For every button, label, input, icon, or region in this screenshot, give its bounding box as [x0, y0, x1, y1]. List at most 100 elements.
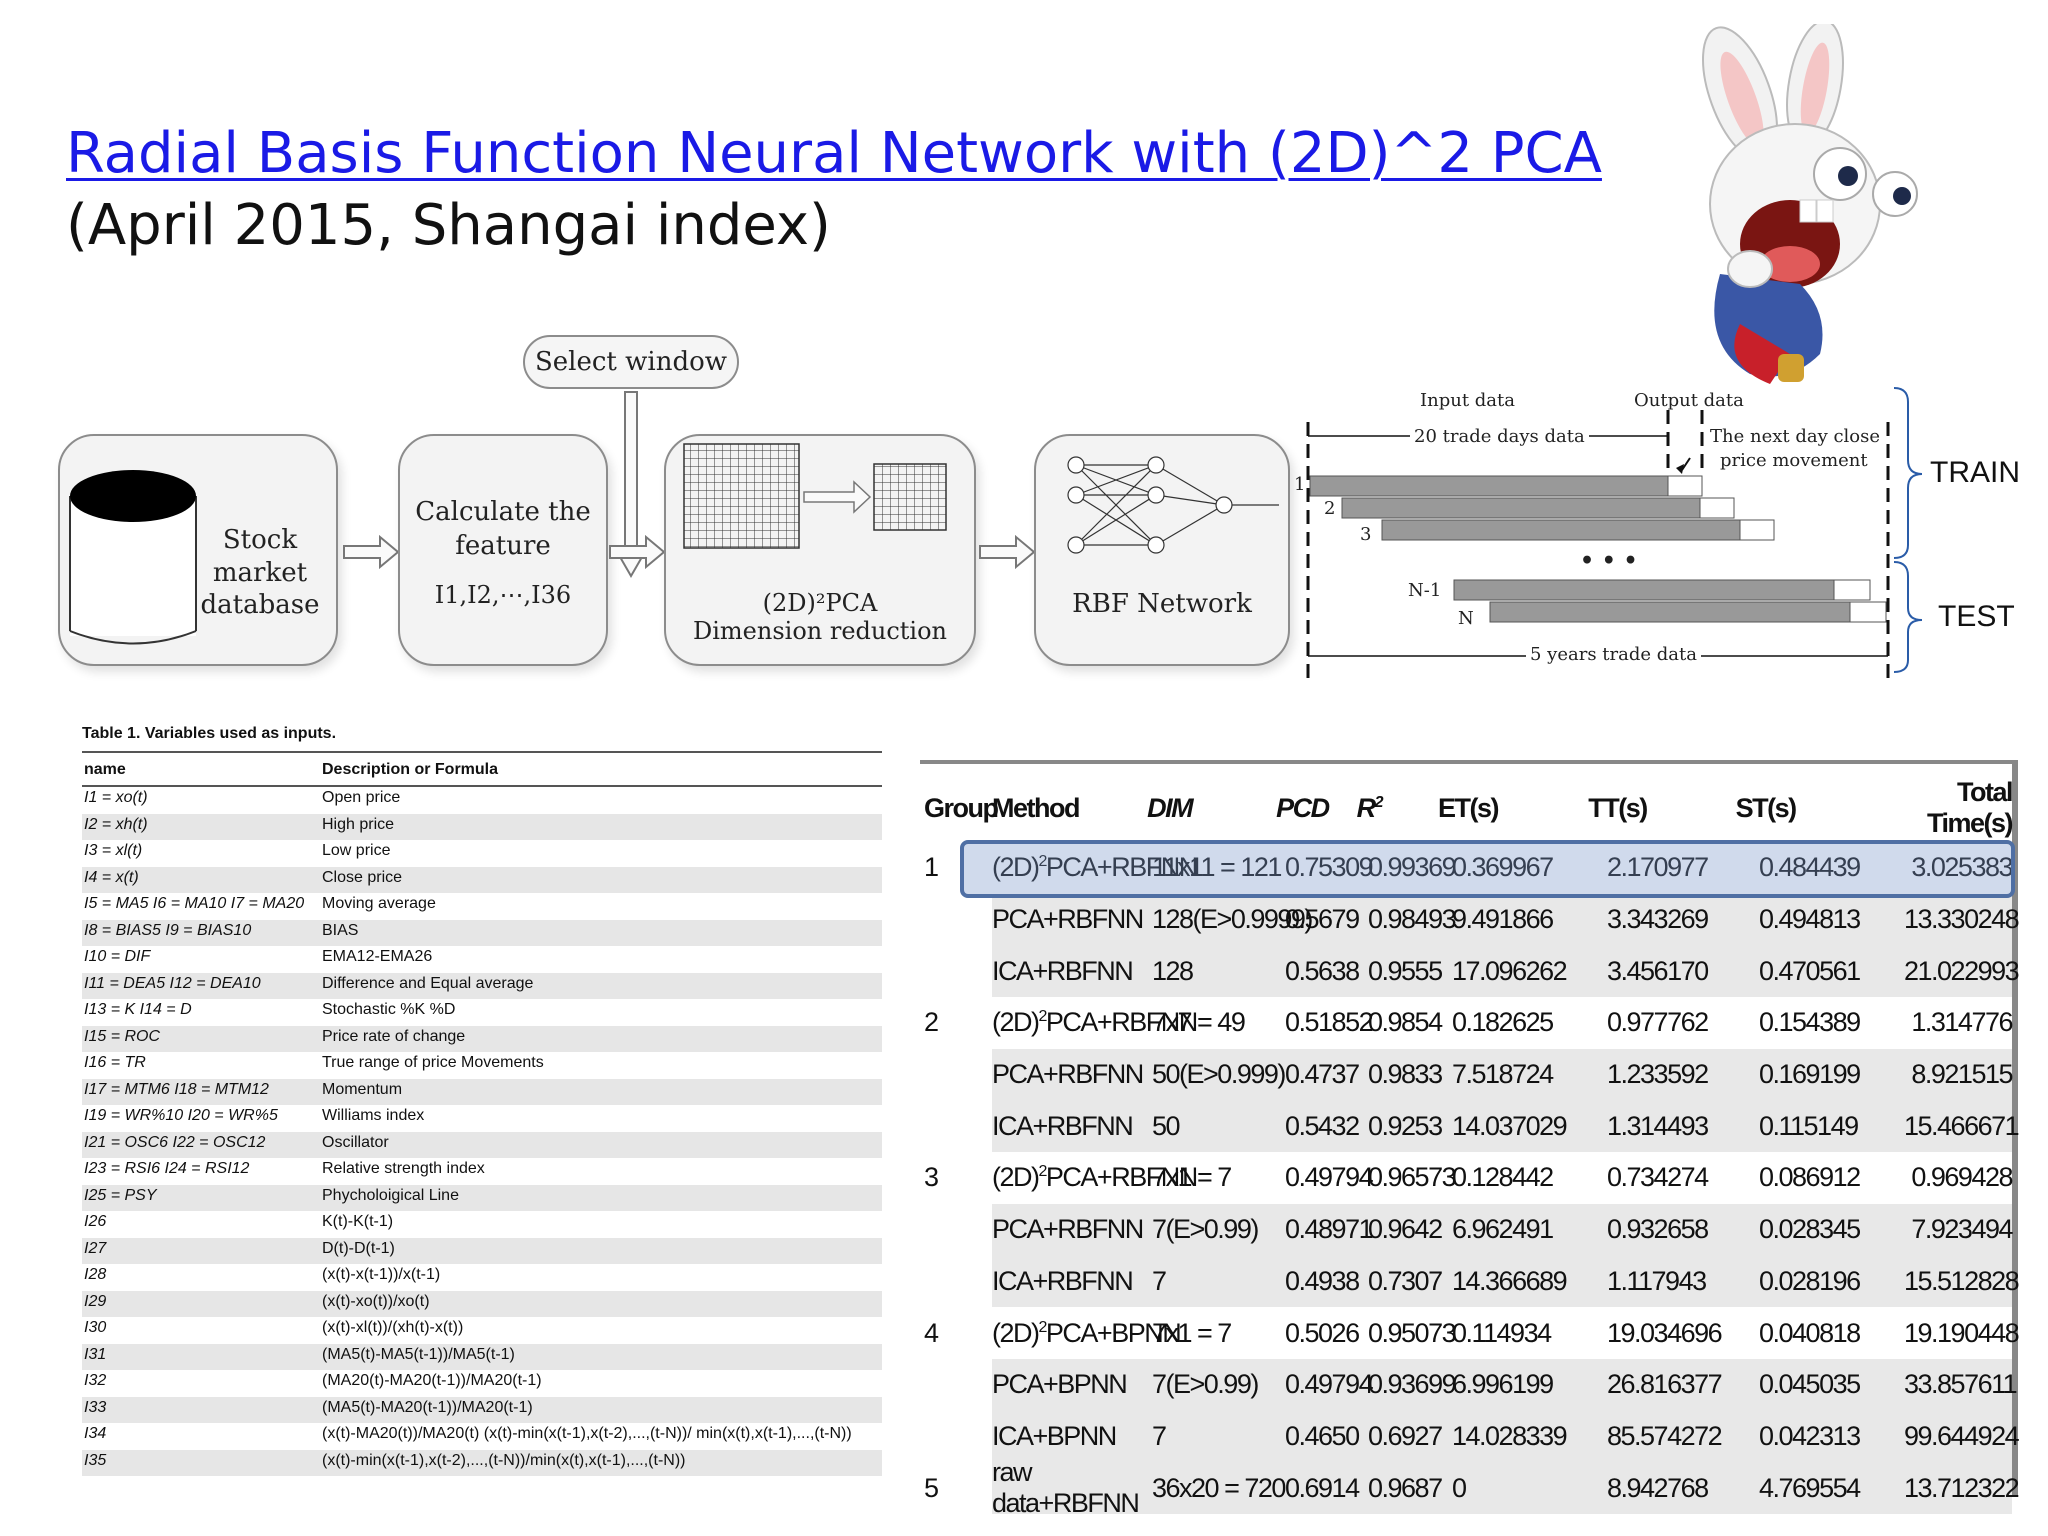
- rbf-box: RBF Network: [1034, 434, 1290, 666]
- r2-cell: 0.9253: [1368, 1110, 1443, 1141]
- tt-cell: 19.034696: [1607, 1317, 1723, 1348]
- et-cell: 0.369967: [1452, 852, 1554, 883]
- method-prefix-sup: 2: [1038, 853, 1048, 871]
- title-link[interactable]: Radial Basis Function Neural Network wit…: [66, 121, 1602, 186]
- test-label: TEST: [1938, 600, 2015, 633]
- col-group-header: Group: [924, 792, 999, 823]
- matrix-grid-icon: [683, 443, 947, 549]
- variable-desc-cell: (x(t)-min(x(t-1),x(t-2),...,(t-N))/min(x…: [322, 1451, 686, 1469]
- st-cell: 0.040818: [1759, 1317, 1861, 1348]
- method-prefix-sup: 2: [1038, 1163, 1048, 1181]
- col-r2-header: R2: [1357, 793, 1438, 824]
- rbf-label: RBF Network: [1072, 589, 1252, 619]
- variables-table-row: I28(x(t)-x(t-1))/x(t-1): [82, 1264, 882, 1291]
- dim-cell: 7: [1152, 1420, 1167, 1451]
- st-cell: 0.028345: [1759, 1214, 1861, 1245]
- total-cell: 15.512828: [1904, 1265, 2020, 1296]
- variable-desc-cell: Low price: [322, 842, 391, 859]
- arrow-right-icon: [609, 535, 666, 569]
- method-prefix-sup: 2: [1038, 1008, 1048, 1026]
- output-data-label: Output data: [1634, 390, 1744, 411]
- feature-label-line2: feature: [455, 531, 551, 561]
- pcd-cell: 0.5638: [1285, 955, 1360, 986]
- pca-label-line2: Dimension reduction: [692, 617, 948, 645]
- variables-table-row: I21 = OSC6 I22 = OSC12 Oscillator: [82, 1131, 882, 1158]
- variable-desc-cell: Oscillator: [322, 1133, 389, 1151]
- r2-cell: 0.93699: [1368, 1369, 1457, 1400]
- st-cell: 0.086912: [1759, 1162, 1861, 1193]
- tt-cell: 8.942768: [1607, 1472, 1709, 1503]
- variable-desc-cell: Difference and Equal average: [322, 974, 534, 992]
- method-prefix-sup: 2: [1038, 1318, 1048, 1336]
- group-cell: 4: [920, 1307, 992, 1359]
- feature-label-line1: Calculate the: [415, 497, 591, 527]
- train-test-lines: [1306, 387, 1923, 680]
- variable-name-cell: I35: [84, 1451, 107, 1469]
- results-table-header: Group Method DIM PCD R2 ET(s) TT(s) ST(s…: [920, 777, 2013, 838]
- variable-name-cell: I33: [84, 1398, 107, 1416]
- method-name: PCA+BPNN: [1045, 1317, 1182, 1348]
- col-desc-header: Description or Formula: [322, 761, 499, 778]
- variable-desc-cell: Moving average: [322, 895, 436, 912]
- variables-table-row: I32(MA20(t)-MA20(t-1))/MA20(t-1): [82, 1370, 882, 1397]
- col-method-header: Method: [992, 792, 1080, 823]
- st-cell: 0.470561: [1759, 955, 1861, 986]
- variable-desc-cell: High price: [322, 815, 395, 833]
- results-table: Group Method DIM PCD R2 ET(s) TT(s) ST(s…: [920, 760, 2020, 1518]
- st-cell: 0.028196: [1759, 1265, 1861, 1296]
- r2-cell: 0.9854: [1368, 1007, 1443, 1038]
- database-box: Stock market database: [58, 434, 338, 666]
- tt-cell: 1.117943: [1607, 1265, 1707, 1296]
- et-cell: 7.518724: [1452, 1059, 1554, 1090]
- variable-desc-cell: Price rate of change: [322, 1027, 466, 1045]
- trade20-label: 20 trade days data: [1410, 426, 1589, 447]
- pcd-cell: 0.4938: [1285, 1265, 1360, 1296]
- variable-name-cell: I13 = K I14 = D: [84, 1001, 192, 1018]
- variable-name-cell: I31: [84, 1345, 107, 1363]
- variable-desc-cell: (MA5(t)-MA5(t-1))/MA5(t-1): [322, 1345, 515, 1363]
- variable-desc-cell: Momentum: [322, 1080, 403, 1098]
- feature-label-line3: I1,I2,⋯,I36: [434, 581, 572, 609]
- et-cell: 9.491866: [1452, 904, 1554, 935]
- dim-cell: 50: [1152, 1110, 1181, 1141]
- variable-desc-cell: EMA12-EMA26: [322, 948, 433, 965]
- method-cell: PCA+RBFNN: [992, 1059, 1144, 1090]
- total-cell: 8.921515: [1911, 1059, 2013, 1090]
- et-cell: 0.182625: [1452, 1007, 1554, 1038]
- tt-cell: 85.574272: [1607, 1420, 1723, 1451]
- variables-table-row: I4 = x(t)Close price: [82, 866, 882, 893]
- pipeline-diagram: Select window Stock market database Calc…: [58, 330, 1298, 675]
- et-cell: 0.128442: [1452, 1162, 1554, 1193]
- rabbid-mascot-image: [1702, 24, 1918, 384]
- method-cell: PCA+RBFNN: [992, 904, 1144, 935]
- variable-name-cell: I21 = OSC6 I22 = OSC12: [84, 1133, 266, 1151]
- group-cell: [920, 1048, 992, 1101]
- row-label-n: N: [1458, 608, 1474, 629]
- col-name-header: name: [84, 761, 126, 778]
- variable-name-cell: I30: [84, 1319, 107, 1336]
- r2-cell: 0.9687: [1368, 1472, 1443, 1503]
- method-cell: (2D)2PCA+RBFNN: [992, 852, 1198, 883]
- tt-cell: 0.977762: [1607, 1007, 1709, 1038]
- total-cell: 13.330248: [1904, 904, 2020, 935]
- variable-name-cell: I17 = MTM6 I18 = MTM12: [84, 1080, 269, 1098]
- variable-name-cell: I3 = xl(t): [84, 842, 143, 859]
- row-label-n1: N-1: [1408, 580, 1442, 601]
- r2-cell: 0.9555: [1368, 955, 1443, 986]
- variable-name-cell: I11 = DEA5 I12 = DEA10: [84, 974, 261, 992]
- pcd-cell: 0.5026: [1285, 1317, 1360, 1348]
- variable-desc-cell: (x(t)-x(t-1))/x(t-1): [322, 1266, 441, 1283]
- et-cell: 6.996199: [1452, 1369, 1554, 1400]
- neural-network-icon: [1067, 456, 1279, 554]
- variable-desc-cell: K(t)-K(t-1): [322, 1213, 394, 1230]
- group-cell: [920, 1255, 992, 1308]
- group-cell: [920, 893, 992, 946]
